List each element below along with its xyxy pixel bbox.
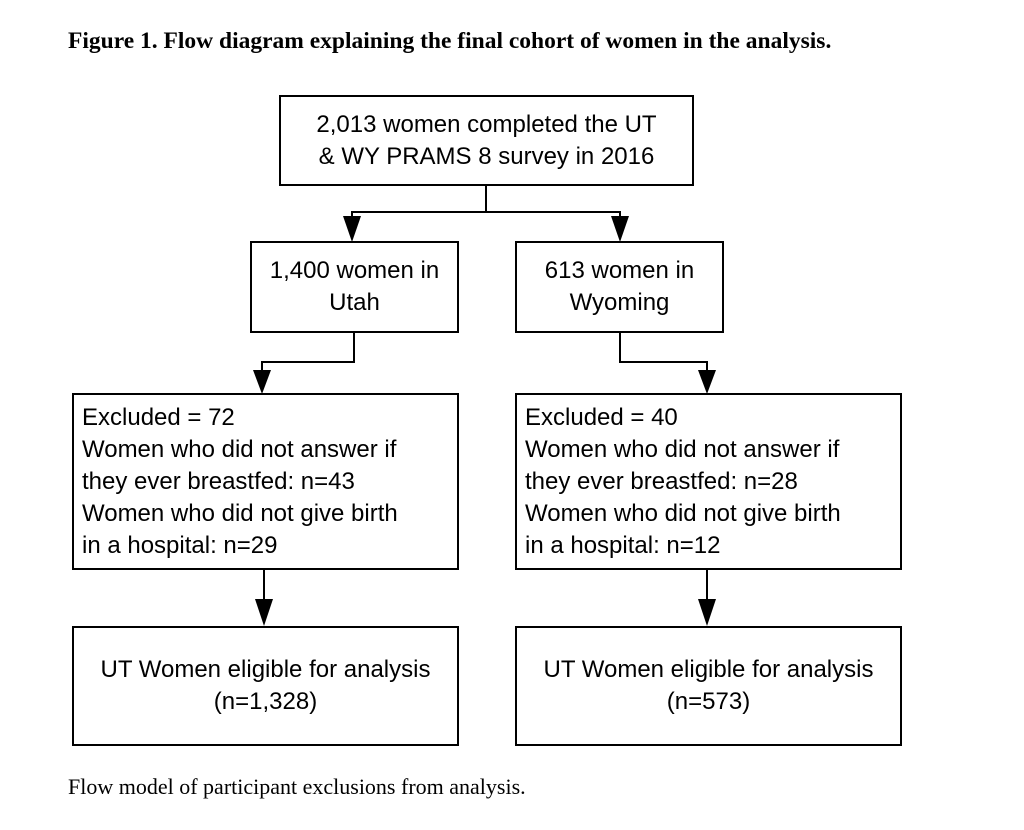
arrowhead-to-wyoming <box>611 216 629 242</box>
wyoming-eligible-box: UT Women eligible for analysis (n=573) <box>515 626 902 746</box>
arrowhead-to-wyoming-eligible <box>698 599 716 626</box>
box-line: in a hospital: n=12 <box>525 531 721 559</box>
box-line: Women who did not answer if <box>82 435 397 463</box>
box-line: 2,013 women completed the UT <box>316 110 657 138</box>
arrowhead-to-utah <box>343 216 361 242</box>
box-line: UT Women eligible for analysis <box>543 656 874 683</box>
box-line: they ever breastfed: n=28 <box>525 467 798 495</box>
excluded-total: Excluded = 40 <box>525 403 678 431</box>
utah-eligible-box: UT Women eligible for analysis (n=1,328) <box>72 626 459 746</box>
wyoming-excluded-box: Excluded = 40 Women who did not answer i… <box>515 393 902 570</box>
box-line: they ever breastfed: n=43 <box>82 467 355 495</box>
box-line: Women who did not give birth <box>82 499 398 527</box>
wyoming-count-box: 613 women in Wyoming <box>515 241 724 333</box>
utah-count-box: 1,400 women in Utah <box>250 241 459 333</box>
excluded-total: Excluded = 72 <box>82 403 235 431</box>
box-line: & WY PRAMS 8 survey in 2016 <box>318 142 655 170</box>
connector-wyoming-to-excluded <box>619 333 708 372</box>
box-line: Utah <box>329 289 380 316</box>
arrowhead-to-utah-excluded <box>253 370 271 394</box>
box-line: in a hospital: n=29 <box>82 531 278 559</box>
box-line: 613 women in <box>544 257 695 284</box>
arrowhead-to-utah-eligible <box>255 599 273 626</box>
arrowhead-to-wyoming-excluded <box>698 370 716 394</box>
box-line: Wyoming <box>569 289 670 316</box>
total-survey-box: 2,013 women completed the UT & WY PRAMS … <box>279 95 694 186</box>
box-line: 1,400 women in <box>269 257 440 284</box>
utah-excluded-box: Excluded = 72 Women who did not answer i… <box>72 393 459 570</box>
figure-caption: Flow model of participant exclusions fro… <box>68 774 526 799</box>
eligible-count: (n=1,328) <box>213 688 318 715</box>
box-line: Women who did not give birth <box>525 499 841 527</box>
box-line: UT Women eligible for analysis <box>100 656 431 683</box>
figure-title: Figure 1. Flow diagram explaining the fi… <box>68 28 832 54</box>
box-line: Women who did not answer if <box>525 435 840 463</box>
connector-utah-to-excluded <box>261 333 355 372</box>
connector-top-split <box>351 185 621 218</box>
eligible-count: (n=573) <box>666 688 751 715</box>
